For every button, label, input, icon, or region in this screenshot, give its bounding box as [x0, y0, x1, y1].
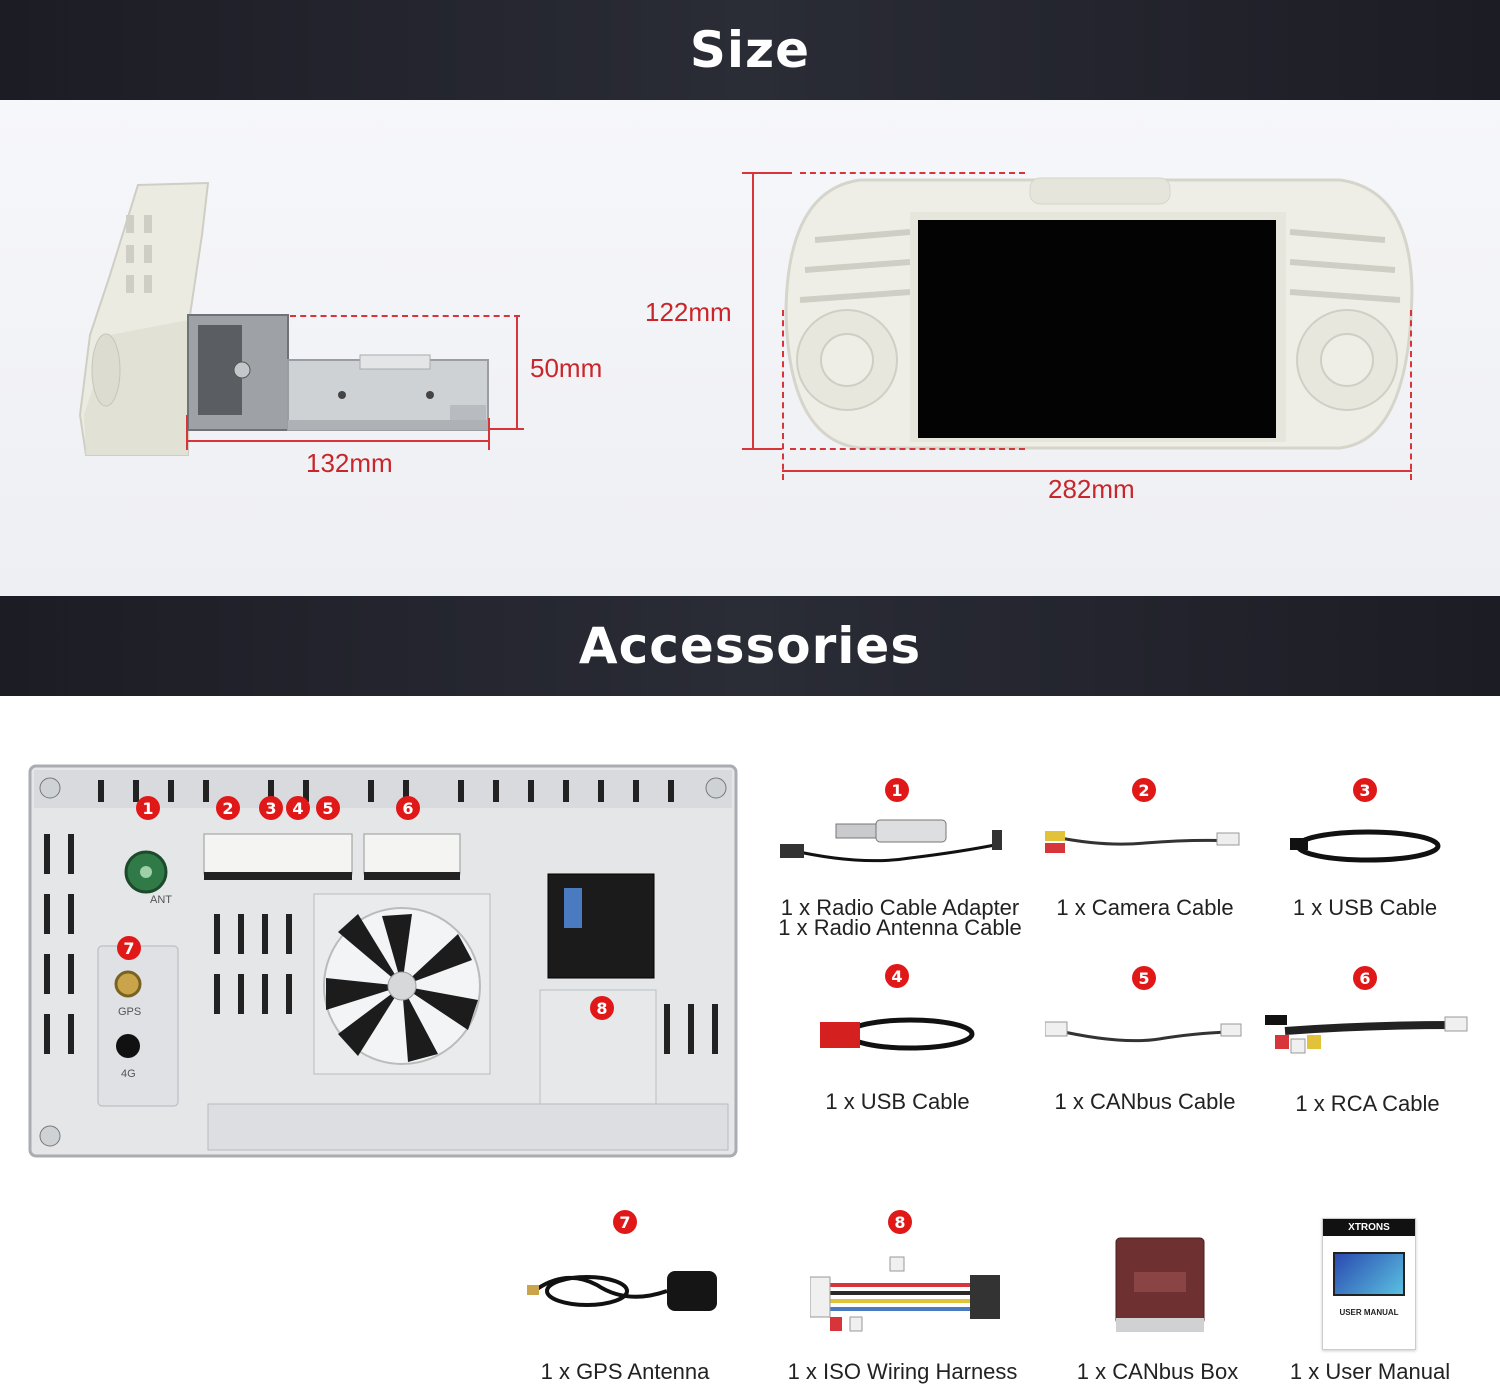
front-width-right-guide	[1410, 310, 1412, 480]
port-badge-2: 2	[216, 796, 240, 820]
accessory-user-manual: XTRONS USER MANUAL 1 x User Manual	[1280, 1216, 1460, 1386]
accessory-canbus-cable: 5 1 x CANbus Cable	[1045, 966, 1245, 1116]
canbus-cable-image	[1045, 1021, 1242, 1043]
depth-line	[186, 440, 490, 442]
accessory-gps-antenna: 7 1 x GPS Antenna	[525, 1210, 725, 1384]
port-badge-8: 8	[590, 996, 614, 1020]
port-badge-5: 5	[316, 796, 340, 820]
rca-cable-image	[1265, 1015, 1468, 1054]
manual-title: USER MANUAL	[1339, 1308, 1399, 1317]
canbus-box-image	[1115, 1237, 1205, 1332]
accessory-badge-8: 8	[888, 1210, 912, 1234]
front-height-line	[752, 172, 754, 450]
size-heading: Size	[689, 21, 811, 79]
port-badge-6: 6	[396, 796, 420, 820]
accessory-radio-adapter: 1 1 x Radio Cable Adapter 1 x Radio Ante…	[770, 778, 1030, 948]
radio-adapter-image	[780, 819, 1002, 863]
accessory-label-10: 1 x User Manual	[1289, 1359, 1451, 1384]
accessory-label-6: 1 x RCA Cable	[1295, 1091, 1440, 1116]
port-badge-7: 7	[117, 936, 141, 960]
front-height-top-guide	[800, 172, 1025, 174]
accessory-badge-5: 5	[1132, 966, 1156, 990]
manual-brand: XTRONS	[1323, 1219, 1415, 1236]
port-badge-4: 4	[286, 796, 310, 820]
port-label-gps: GPS	[118, 1006, 142, 1018]
front-height-bottom-guide	[790, 448, 1025, 450]
accessory-rca-cable: 6 1 x RCA Cable	[1265, 966, 1470, 1116]
accessory-label-9: 1 x CANbus Box	[1076, 1359, 1239, 1384]
accessory-badge-1: 1	[885, 778, 909, 802]
accessory-label-2: 1 x Camera Cable	[1056, 895, 1234, 920]
accessory-canbus-box: 1 x CANbus Box	[1070, 1226, 1245, 1386]
usb-cable-1-image	[1290, 829, 1441, 863]
accessory-usb-cable-2: 4 1 x USB Cable	[815, 964, 980, 1114]
size-section: 50mm 132mm 122mm 282mm	[0, 100, 1500, 596]
accessory-label-8: 1 x ISO Wiring Harness	[787, 1359, 1018, 1384]
accessory-badge-3: 3	[1353, 778, 1377, 802]
front-width-line	[782, 470, 1412, 472]
manual-cover: XTRONS USER MANUAL	[1322, 1218, 1416, 1350]
front-height-bottom-tick	[742, 448, 782, 450]
accessory-label-1b: 1 x Radio Antenna Cable	[778, 915, 1022, 940]
side-height-top-guide	[290, 315, 520, 317]
camera-cable-image	[1045, 831, 1240, 853]
usb-cable-2-image	[820, 1017, 975, 1051]
port-label-4g: 4G	[121, 1068, 136, 1080]
side-height-bottom-tick	[490, 428, 524, 430]
accessory-camera-cable: 2 1 x Camera Cable	[1045, 778, 1245, 928]
accessory-usb-cable-1: 3 1 x USB Cable	[1285, 778, 1445, 928]
depth-right-tick	[488, 418, 490, 450]
size-banner: Size	[0, 0, 1500, 100]
gps-antenna-image	[527, 1271, 717, 1311]
accessory-label-3: 1 x USB Cable	[1292, 895, 1438, 920]
iso-harness-image	[810, 1256, 1000, 1332]
accessories-heading: Accessories	[578, 617, 922, 675]
accessory-label-5: 1 x CANbus Cable	[1054, 1089, 1236, 1114]
accessory-badge-2: 2	[1132, 778, 1156, 802]
accessory-label-1: 1 x Radio Cable Adapter	[780, 895, 1020, 920]
dimension-depth: 132mm	[306, 448, 393, 478]
accessory-badge-6: 6	[1353, 966, 1377, 990]
front-height-top-tick	[742, 172, 792, 174]
accessory-iso-harness: 8 1 x ISO Wiring Harness	[780, 1210, 1025, 1384]
accessory-badge-7: 7	[613, 1210, 637, 1234]
depth-left-tick	[186, 415, 188, 450]
accessories-section: 1 2 3 4 5 6 7 8 ANT GPS 4G 1 1 x Radio C…	[0, 696, 1500, 1390]
front-width-left-guide	[782, 310, 784, 480]
front-view-illustration	[784, 177, 1414, 450]
side-height-line	[516, 315, 518, 430]
accessory-label-7: 1 x GPS Antenna	[540, 1359, 710, 1384]
rear-panel-illustration	[28, 764, 738, 1158]
dimension-height-side: 50mm	[530, 353, 603, 383]
accessory-badge-4: 4	[885, 964, 909, 988]
dimension-height-front: 122mm	[645, 297, 732, 327]
port-label-ant: ANT	[150, 894, 172, 906]
accessory-label-4: 1 x USB Cable	[825, 1089, 970, 1114]
manual-screen	[1333, 1252, 1405, 1296]
dimension-width-front: 282mm	[1048, 474, 1135, 504]
port-badge-1: 1	[136, 796, 160, 820]
side-view-illustration	[78, 181, 489, 456]
accessories-banner: Accessories	[0, 596, 1500, 696]
port-badge-3: 3	[259, 796, 283, 820]
